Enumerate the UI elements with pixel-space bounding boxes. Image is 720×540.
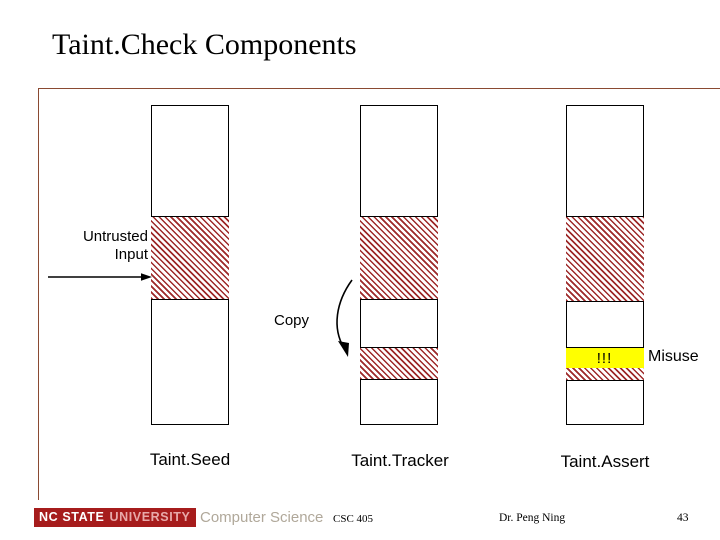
memory-column-taintseed (150, 105, 229, 425)
tainted-band (359, 347, 438, 380)
untrusted-input-line-2: Input (114, 245, 148, 263)
ncsu-logo: NC STATE UNIVERSITY (34, 508, 197, 527)
untrusted-input-line-1: Untrusted (82, 228, 148, 245)
alert-band: !!! (565, 347, 644, 368)
footer-course-code: CSC 405 (333, 513, 374, 525)
tainted-band (565, 368, 644, 381)
logo-secondary-text: UNIVERSITY (109, 510, 191, 525)
page-title: Taint.Check Components (52, 28, 357, 61)
column-caption-taintseed: Taint.Seed (149, 450, 231, 469)
untrusted-input-label: Untrusted Input (48, 228, 148, 263)
tainted-band (565, 216, 644, 302)
footer-department: Computer Science (200, 509, 324, 526)
tainted-band (150, 216, 229, 300)
misuse-label: Misuse (648, 348, 699, 365)
copy-arrow (336, 279, 353, 357)
footer-page-number: 43 (677, 512, 689, 524)
logo-primary-text: NC STATE (39, 510, 105, 525)
memory-column-tainttracker (359, 105, 438, 425)
content-frame-left-border (38, 88, 39, 500)
column-caption-taintassert: Taint.Assert (560, 452, 650, 471)
untrusted-input-arrow (48, 273, 152, 281)
memory-column-taintassert: !!! (565, 105, 644, 425)
tainted-band (359, 216, 438, 300)
copy-label: Copy (274, 312, 310, 329)
footer-author: Dr. Peng Ning (499, 512, 566, 524)
column-caption-tainttracker: Taint.Tracker (351, 451, 449, 470)
content-frame-top-border (38, 88, 720, 89)
